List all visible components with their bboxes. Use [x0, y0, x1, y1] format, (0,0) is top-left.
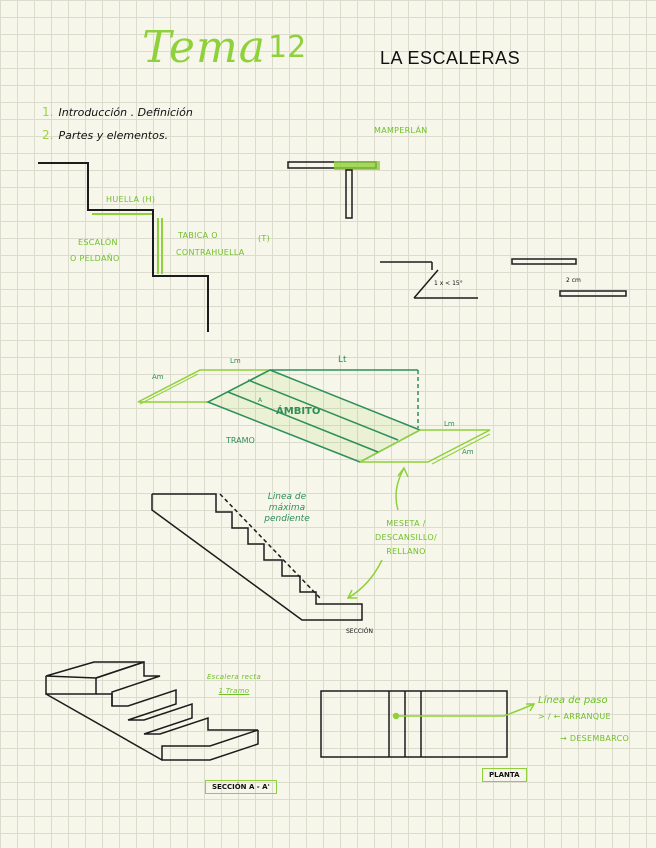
stair-profile-highlight: [92, 213, 163, 274]
stair-profile-drawing: [38, 162, 209, 332]
nosing-detail-drawing: [511, 258, 627, 297]
label-escalon: ESCALÓN: [78, 238, 118, 247]
label-mamperlan: MAMPERLÁN: [374, 126, 428, 135]
label-line: DESCANSILLO/: [375, 533, 437, 542]
label-tabica: TABICA O: [178, 231, 218, 240]
toc-text: Partes y elementos.: [58, 129, 169, 142]
stair-3d-drawing: [45, 660, 259, 761]
angle-drawing: [380, 261, 478, 299]
section-stair-drawing: [151, 493, 363, 621]
label-line: RELLANO: [386, 547, 426, 556]
label-line: Escalera recta: [206, 673, 262, 681]
plan-view-drawing: [320, 690, 508, 758]
label-ambito: ÁMBITO: [276, 406, 321, 417]
label-escalera-recta: Escalera recta 1 Tramo: [206, 670, 262, 698]
label-a-small: A: [258, 397, 263, 404]
label-huella: HUELLA (H): [106, 195, 156, 204]
label-seccion-small: SECCIÓN: [346, 628, 373, 635]
arranque-prefix: > / ←: [538, 712, 561, 721]
label-lm-right: Lm: [444, 420, 455, 428]
label-planta: PLANTA: [482, 768, 527, 782]
arranque-text: ARRANQUE: [563, 712, 611, 721]
toc-number: 2.: [42, 128, 54, 142]
label-linea-maxima-pendiente: Linea de máxima pendiente: [252, 492, 322, 525]
label-desembarco: → DESEMBARCO: [560, 734, 629, 743]
label-am-right: Am: [462, 448, 474, 456]
label-lt: Lt: [338, 355, 347, 365]
line-of-travel: [392, 703, 536, 720]
label-small-note: 2 cm: [566, 277, 581, 284]
meseta-arrows: [346, 466, 409, 599]
label-angle: 1 x < 15°: [434, 280, 463, 287]
label-seccion-a-a: SECCIÓN A - A': [205, 780, 277, 794]
label-line: Linea de: [267, 492, 307, 502]
subtitle: LA ESCALERAS: [380, 48, 521, 68]
mamperlan-drawing: [287, 161, 380, 219]
desembarco-text: DESEMBARCO: [569, 734, 630, 743]
label-contrahuella: CONTRAHUELLA: [176, 248, 245, 257]
toc-text: Introducción . Definición: [58, 106, 193, 119]
label-line: máxima: [268, 503, 306, 513]
label-arranque: > / ← ARRANQUE: [538, 712, 611, 721]
label-lm-left: Lm: [230, 357, 241, 365]
flight-plan-drawing: [137, 369, 491, 465]
desembarco-prefix: →: [560, 734, 568, 743]
title-number: 12: [268, 30, 307, 65]
toc-item-2: 2. Partes y elementos.: [42, 124, 168, 143]
toc-item-1: 1. Introducción . Definición: [42, 101, 193, 120]
label-line: pendiente: [264, 514, 310, 524]
label-tramo: TRAMO: [226, 436, 255, 445]
label-linea-paso: Línea de paso: [538, 695, 608, 706]
label-meseta: MESETA / DESCANSILLO/ RELLANO: [372, 517, 440, 559]
label-line: MESETA /: [386, 519, 426, 528]
label-peldano: O PELDAÑO: [70, 254, 120, 263]
title-tema: Tema: [142, 22, 266, 73]
label-line: 1 Tramo: [218, 687, 250, 695]
label-tabica-t: (T): [258, 234, 271, 243]
toc-number: 1.: [42, 105, 54, 119]
label-am-left: Am: [152, 373, 164, 381]
